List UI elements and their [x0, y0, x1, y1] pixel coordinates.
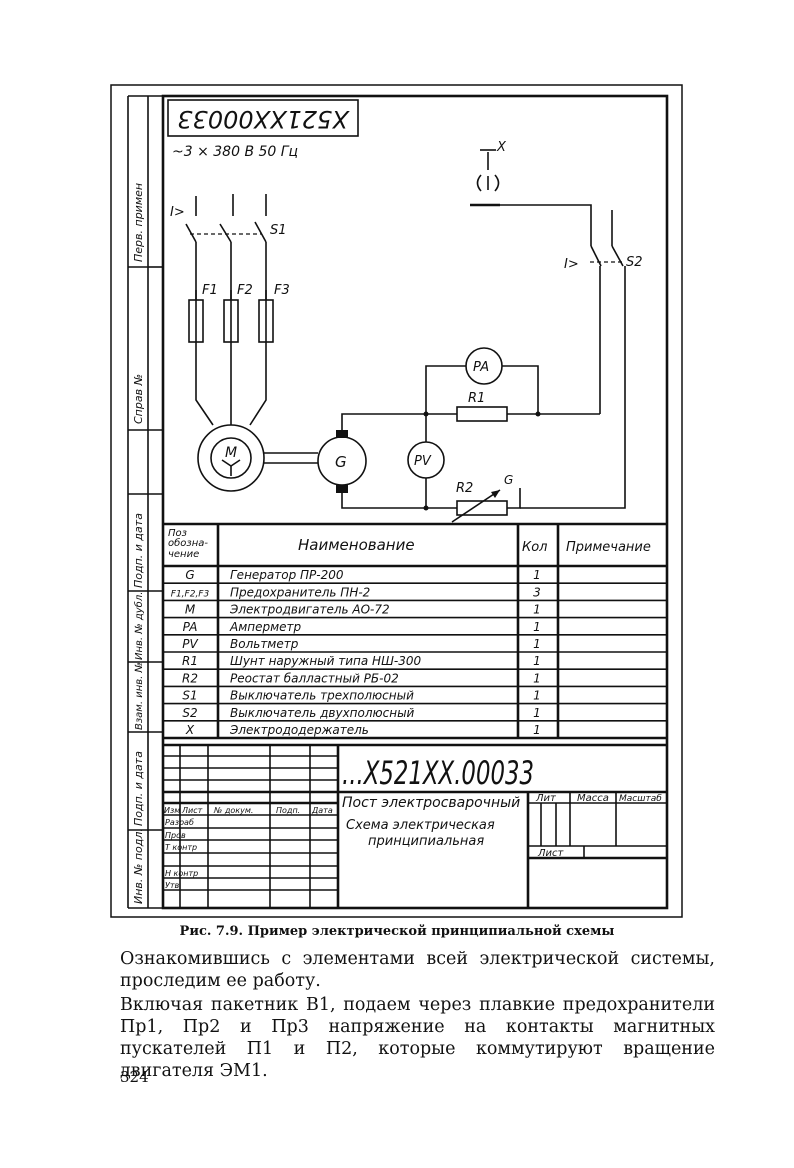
spec-row-pos: S2 [182, 706, 197, 720]
side-label-0: Перв. примен [132, 183, 145, 262]
side-label-5: Подп. и дата [132, 751, 145, 826]
side-label-2: Подп. и дата [132, 513, 145, 588]
spec-row-qty: 1 [533, 620, 541, 634]
inner-frame [161, 94, 669, 910]
spec-row-pos: G [185, 568, 194, 582]
electrode-holder-x [470, 149, 500, 207]
page-number: 324 [120, 1068, 149, 1086]
spec-row-name: Выключатель трехполюсный [230, 689, 414, 703]
s2-i-label: I> [564, 257, 579, 272]
voltmeter-pv [407, 441, 445, 479]
spec-table [163, 522, 667, 747]
supply-label: ~3 × 380 В 50 Гц [172, 144, 298, 160]
paragraph-2: Включая пакетник В1, подаем через плавки… [120, 995, 715, 1081]
row-label-razrab: Разраб [165, 818, 194, 827]
spec-row-name: Реостат балластный РБ-02 [230, 671, 399, 685]
side-label-6: Инв. № подл. [132, 828, 145, 904]
spec-row-pos: S1 [182, 689, 197, 703]
spec-row-pos: X [185, 723, 195, 737]
code-stamp-text: X521XX00033 [177, 105, 350, 133]
spec-row-pos: R2 [182, 671, 198, 685]
spec-row-qty: 1 [533, 671, 541, 685]
side-label-4: Взам. инв. № [134, 662, 145, 730]
row-label-prov: Пров [165, 831, 186, 840]
pa-label: PA [473, 360, 489, 375]
spec-row-qty: 1 [533, 603, 541, 617]
f3-label: F3 [274, 283, 290, 298]
spec-row-name: Выключатель двухполюсный [230, 706, 415, 720]
spec-row-name: Предохранитель ПН-2 [230, 585, 370, 599]
r1-label: R1 [468, 391, 485, 406]
col-label-date: Дата [311, 806, 333, 815]
row-label-nkontr: Н контр [165, 869, 198, 878]
col-label-doc: № докум. [213, 806, 253, 815]
spec-row-name: Шунт наружный типа НШ-300 [230, 654, 422, 668]
generator-label: G [335, 453, 347, 471]
spec-row-pos: PV [182, 637, 198, 651]
s1-i-label: I> [170, 205, 185, 220]
s1-label: S1 [270, 223, 287, 238]
spec-row-qty: 1 [533, 706, 541, 720]
lit-label: Лит [535, 793, 557, 804]
title-block [163, 745, 667, 908]
scale-label: Масштаб [619, 794, 662, 804]
col-label-izm: Изм [164, 806, 180, 815]
title-line-3: принципиальная [368, 834, 484, 849]
motor-m [197, 424, 265, 492]
r2-label: R2 [456, 481, 473, 496]
spec-row-qty: 1 [533, 723, 541, 737]
title-line-1: Пост электросварочный [342, 795, 520, 811]
mass-label: Масса [577, 793, 609, 804]
paragraph-1: Ознакомившись с элементами всей электрич… [120, 949, 715, 991]
spec-row-pos: R1 [182, 654, 198, 668]
spec-header-qty: Кол [522, 540, 548, 555]
s2-label: S2 [626, 255, 643, 270]
spec-row-name: Генератор ПР-200 [230, 568, 344, 582]
spec-row-qty: 1 [533, 654, 541, 668]
spec-header-pos-2: обозна- [168, 537, 208, 549]
motor-label: M [225, 445, 237, 461]
f1-label: F1 [202, 283, 218, 298]
spec-row-pos: F1,F2,F3 [171, 589, 210, 599]
g-small-label: G [504, 473, 513, 487]
side-label-3: Инв. № дубл. [133, 592, 145, 660]
spec-row-name: Электродвигатель АО-72 [229, 603, 390, 617]
shunt-r1 [456, 406, 508, 422]
spec-row-qty: 1 [533, 568, 541, 582]
figure-caption: Рис. 7.9. Пример электрической принципиа… [179, 924, 615, 939]
spec-row-name: Электрододержатель [229, 723, 369, 737]
spec-row-qty: 3 [533, 585, 541, 599]
x-label: X [496, 140, 507, 155]
pv-label: PV [414, 454, 432, 469]
f2-label: F2 [237, 283, 253, 298]
spec-row-qty: 1 [533, 637, 541, 651]
fuse-f1 [188, 290, 204, 352]
spec-row-qty: 1 [533, 689, 541, 703]
spec-row-pos: M [185, 603, 196, 617]
title-line-2: Схема электрическая [346, 818, 495, 833]
sheet-label: Лист [537, 848, 565, 859]
spec-row-name: Вольтметр [230, 637, 299, 651]
spec-header-name: Наименование [298, 536, 415, 554]
side-label-1: Справ № [132, 374, 145, 424]
spec-header-note: Примечание [566, 540, 651, 555]
spec-header-pos-1: Поз [168, 528, 187, 539]
outer-frame [110, 84, 683, 918]
col-label-sign: Подп. [276, 806, 300, 815]
spec-header-pos-3: чение [168, 549, 199, 560]
designation-text: ...X521XX.00033 [342, 754, 534, 792]
col-label-list: Лист [181, 806, 203, 815]
row-label-tkontr: Т контр [165, 843, 197, 852]
spec-row-pos: PA [183, 620, 198, 634]
row-label-utv: Утв [165, 881, 180, 890]
generator-g [317, 430, 367, 493]
spec-row-name: Амперметр [229, 620, 302, 634]
fuse-f2 [223, 290, 239, 352]
code-stamp [167, 99, 359, 137]
fuse-f3 [258, 290, 274, 352]
